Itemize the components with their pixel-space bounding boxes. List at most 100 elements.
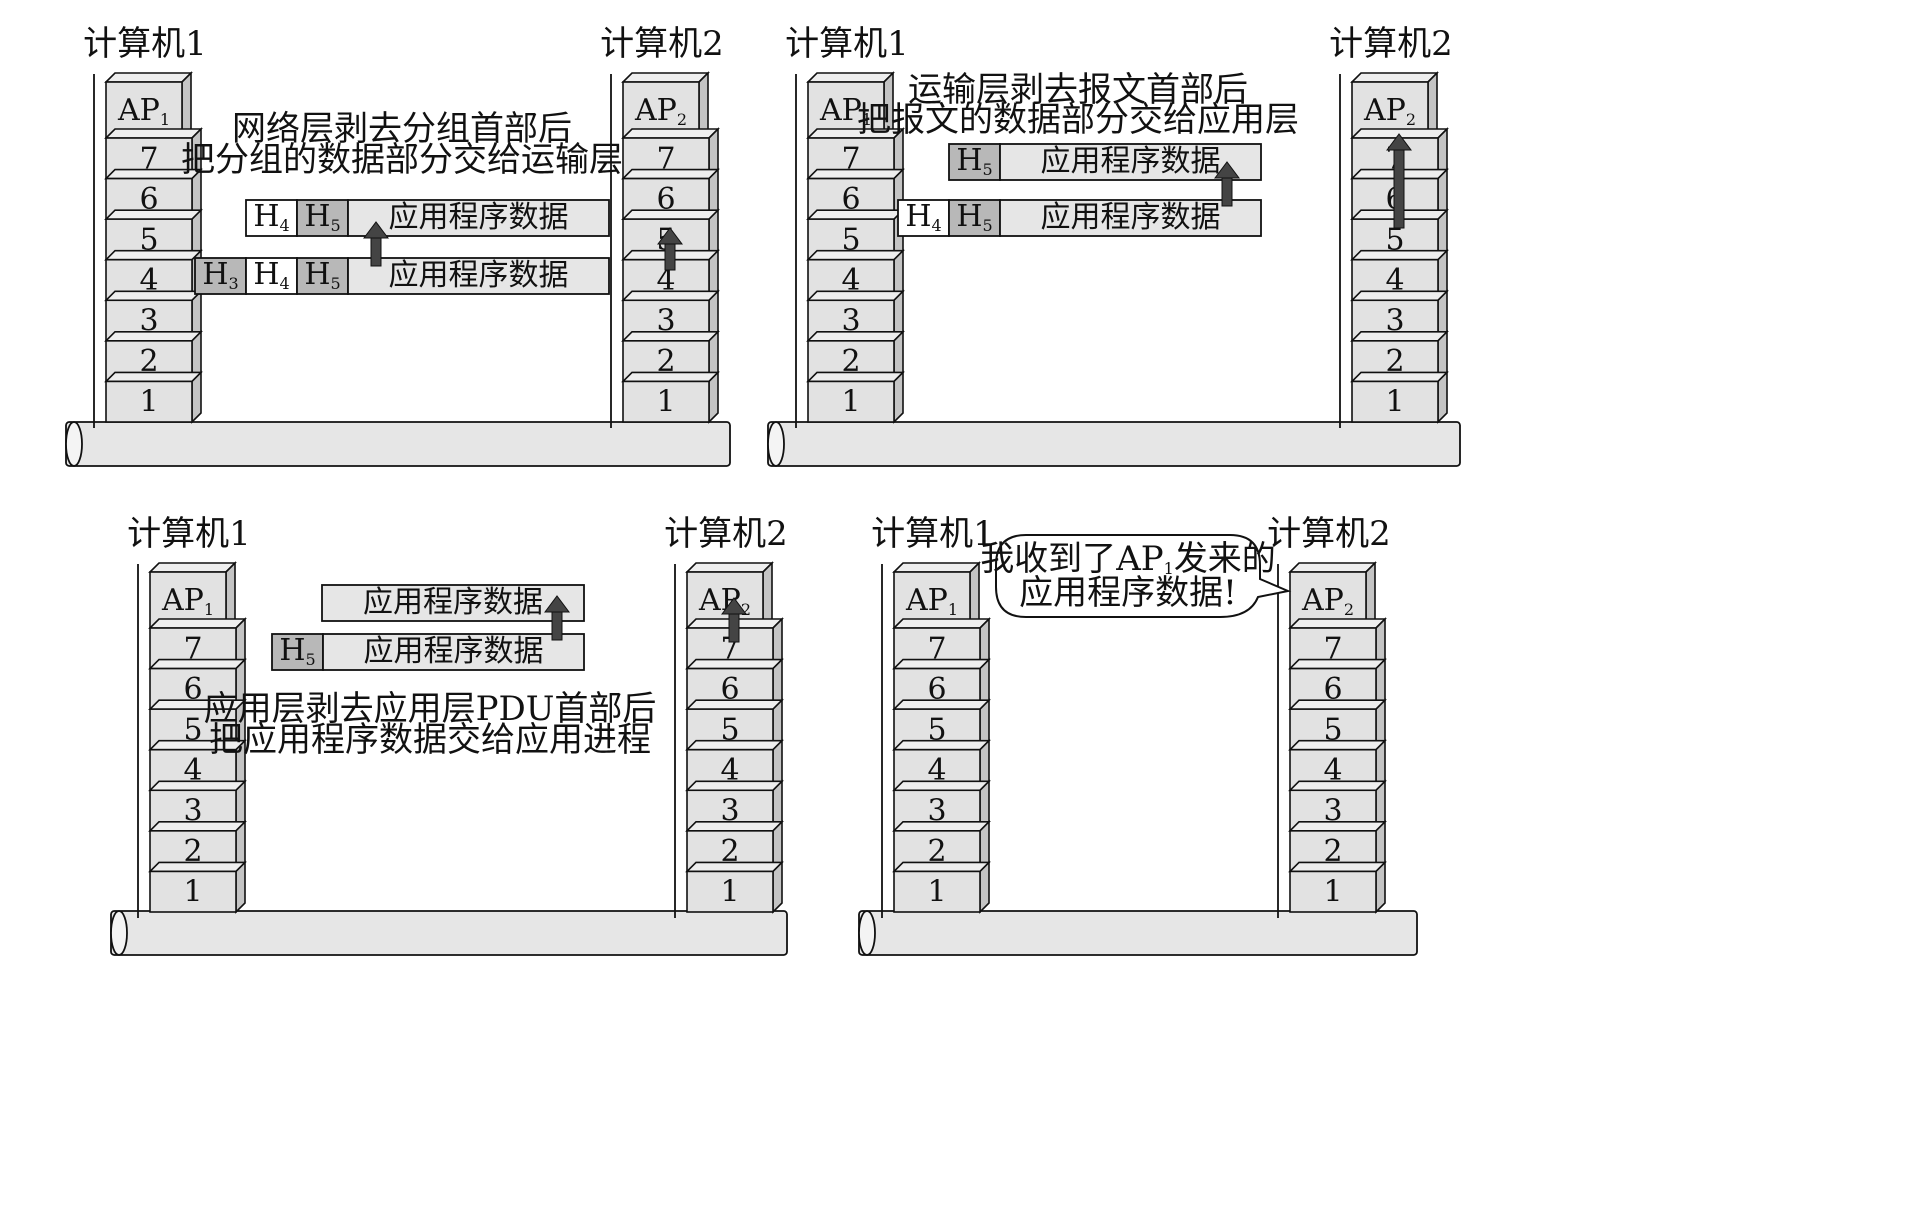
- panel-1-computer1-stack-layer-2-label: 2: [139, 344, 158, 379]
- panel-1-arrow-2-head: [657, 227, 683, 245]
- panel-1-computer2-stack-layer-1-top: [621, 371, 720, 383]
- panel-3-computer1-stack-layer-6: [148, 657, 247, 712]
- panel-4-computer2-stack-layer-3-top: [1288, 780, 1387, 792]
- panel-2-pdu-1-data-label: 应用程序数据: [1041, 144, 1221, 179]
- panel-3-computer2-stack-layer-5-top: [685, 699, 784, 710]
- panel-2-computer2-stack-layer-1-side: [1437, 370, 1448, 424]
- panel-4-computer2-stack-layer-6-label: 6: [1323, 672, 1342, 707]
- panel-1-computer1-stack-layer-4-top: [104, 249, 203, 261]
- panel-2-computer2-stack-layer-2-label: 2: [1385, 344, 1404, 379]
- panel-1-computer1-stack-layer-7-top: [104, 128, 203, 139]
- panel-1-computer1-stack-computer-label: 计算机1: [83, 24, 207, 64]
- panel-3-computer2-stack-computer-label: 计算机2: [664, 514, 788, 554]
- panel-1-computer2-stack-layer-6-top: [621, 168, 720, 180]
- panel-2-computer1-stack-layer-3-label: 3: [841, 304, 860, 339]
- panel-3-caption-line-1: 应用层剥去应用层PDU首部后: [204, 689, 657, 729]
- panel-3-computer2-stack-layer-2-label: 2: [720, 834, 739, 869]
- panel-4-computer1-stack-layer-5-top: [892, 699, 991, 710]
- panel-4-computer2-stack-layer-1-front: [1289, 870, 1377, 913]
- panel-2-arrow-2-shaft: [1393, 145, 1405, 229]
- speech-bubble-line-2: 应用程序数据!: [1019, 573, 1237, 613]
- panel-2-network-pipe-body: [767, 421, 1461, 467]
- panel-2-computer1-stack-layer-4-top: [806, 249, 905, 261]
- panel-1-computer1-stack-layer-1-side: [191, 370, 202, 424]
- panel-1-computer2-stack-layer-1-side: [708, 370, 719, 424]
- panel-4-computer1-stack-layer-3-label: 3: [927, 794, 946, 829]
- panel-1-pdu-2-data: [347, 257, 610, 295]
- panel-1-computer1-stack-layer-2-top: [104, 331, 203, 342]
- panel-4-computer1-stack-layer-6-top: [892, 658, 991, 670]
- panel-2-pdu-2-data: [999, 199, 1262, 237]
- panel-4-computer1-stack-layer-3-top: [892, 780, 991, 792]
- panel-4-computer1-stack-ap-box-top: [892, 562, 981, 573]
- panel-4-computer1-stack-layer-1: [892, 860, 991, 914]
- panel-1-computer1-stack-layer-1-label: 1: [139, 385, 158, 420]
- panel-3-computer1-stack-layer-1: [148, 860, 247, 914]
- panel-1-pdu-2-header-1: [245, 257, 298, 295]
- panel-1-network-pipe-body: [65, 421, 731, 467]
- panel-1-computer1-stack-layer-3-label: 3: [139, 304, 158, 339]
- panel-1-pdu-1-header-0-label: H4: [253, 199, 289, 235]
- panel-3-computer1-stack-layer-1-label: 1: [183, 875, 202, 910]
- panel-1-computer2-stack-ap-box: [621, 71, 710, 140]
- speech-bubble-line-1: 我收到了AP1发来的: [980, 539, 1276, 579]
- panel-4-computer2-stack-layer-1-top: [1288, 861, 1387, 873]
- panel-2-computer1-stack-layer-4-label: 4: [841, 263, 860, 298]
- panel-4-computer1-stack-computer-label: 计算机1: [871, 514, 995, 554]
- panel-4-computer1-stack-layer-6-label: 6: [927, 672, 946, 707]
- panel-1-pdu-1-data-label: 应用程序数据: [389, 200, 569, 235]
- panel-4-computer2-stack-layer-2-label: 2: [1323, 834, 1342, 869]
- panel-2-computer2-stack-layer-1: [1350, 370, 1449, 424]
- panel-2: AP17654321计算机1AP27654321计算机2运输层剥去报文首部后把报…: [767, 24, 1461, 467]
- panel-2-network-pipe-cap: [767, 421, 785, 467]
- panel-1: AP17654321计算机1AP27654321计算机2网络层剥去分组首部后把分…: [65, 24, 731, 467]
- panel-2-computer1-stack-computer-label: 计算机1: [785, 24, 909, 64]
- panel-1-computer1-stack-layer-1-front: [105, 380, 193, 423]
- panel-3-network-pipe: [110, 910, 788, 956]
- panel-1-arrow-1-head: [363, 221, 389, 239]
- panel-3-computer1-stack-layer-1-side: [235, 860, 246, 914]
- panel-1-pdu-1-data: [347, 199, 610, 237]
- panel-1-computer1-stack-layer-1-top: [104, 371, 203, 383]
- panel-3-computer2-stack-layer-1-label: 1: [720, 875, 739, 910]
- panel-3-computer1-stack-layer-1-top: [148, 861, 247, 873]
- panel-2-computer1-stack-layer-2-label: 2: [841, 344, 860, 379]
- panel-2-pdu-2-header-1-label: H5: [956, 199, 992, 235]
- panel-3-arrow-1-shaft: [551, 607, 563, 641]
- panel-3-pdu-1-data: [321, 584, 585, 622]
- panel-3-computer2-stack-layer-3-label: 3: [720, 794, 739, 829]
- panel-2-computer1-stack-layer-1: [806, 370, 905, 424]
- panel-3-arrow-2-head: [721, 597, 747, 615]
- panel-2-network-pipe: [767, 421, 1461, 467]
- panel-4-computer1-stack-layer-4-top: [892, 739, 991, 751]
- panel-2-caption-line-2: 把报文的数据部分交给应用层: [857, 100, 1299, 140]
- panel-4-computer1-stack-layer-2-top: [892, 821, 991, 832]
- panel-1-computer2-stack-layer-1-front: [622, 380, 710, 423]
- panel-3-pdu-2-data-label: 应用程序数据: [364, 634, 544, 669]
- panel-3-computer2-stack-layer-4-top: [685, 739, 784, 751]
- panel-4-computer1-stack-layer-2-label: 2: [927, 834, 946, 869]
- panel-3-caption-line-2: 把应用程序数据交给应用进程: [209, 720, 651, 760]
- panel-1-computer1-stack-layer-5-top: [104, 209, 203, 220]
- panel-3-arrow-1-head: [544, 595, 570, 613]
- panel-1-caption-line-2: 把分组的数据部分交给运输层: [181, 140, 623, 180]
- panel-3-computer1-stack-layer-6-label: 6: [183, 672, 202, 707]
- panel-1-pdu-2-header-1-label: H4: [253, 257, 289, 293]
- panel-4-computer1-stack-layer-4-label: 4: [927, 753, 946, 788]
- panel-1-network-pipe: [65, 421, 731, 467]
- panel-4-computer2-stack-layer-2-top: [1288, 821, 1387, 832]
- panel-4-computer2-stack-layer-4-label: 4: [1323, 753, 1342, 788]
- panel-1-computer2-stack-ap-box-top: [621, 72, 710, 83]
- panel-4-computer1-stack-ap-label: AP1: [905, 583, 958, 619]
- panel-3-computer1-stack-layer-3-label: 3: [183, 794, 202, 829]
- panel-4-network-pipe-cap: [858, 910, 876, 956]
- panel-4-computer2-stack-layer-7-label: 7: [1323, 631, 1342, 666]
- panel-2-computer1-stack-layer-1-label: 1: [841, 385, 860, 420]
- panel-1-computer2-stack-ap-label: AP2: [634, 93, 687, 129]
